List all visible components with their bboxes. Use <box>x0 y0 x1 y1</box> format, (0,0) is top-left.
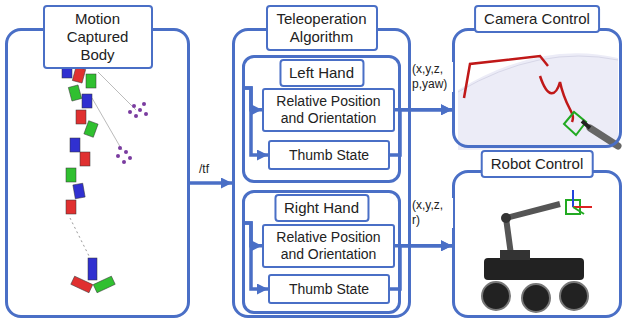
panel-heading: Teleoperation Algorithm <box>266 5 378 51</box>
hand-group: Right HandRelative Position and Orientat… <box>242 190 401 314</box>
arrow-connector <box>190 181 232 185</box>
hand-group: Left HandRelative Position and Orientati… <box>242 55 401 183</box>
edge-label: (x,y,z, r) <box>411 198 453 228</box>
box-label: Relative Position and Orientation <box>270 229 387 263</box>
box-label: Thumb State <box>289 281 369 298</box>
edge-label: /tf <box>198 162 210 177</box>
process-box: Relative Position and Orientation <box>262 224 395 268</box>
panel-heading: Camera Control <box>474 5 600 33</box>
panel: Camera Control <box>452 28 622 148</box>
camera-scene <box>458 53 618 150</box>
panel-heading: Motion Captured Body <box>43 5 153 69</box>
panel-heading: Right Hand <box>274 194 369 222</box>
panel: Motion Captured Body <box>5 28 190 318</box>
box-label: Thumb State <box>289 147 369 164</box>
process-box: Relative Position and Orientation <box>262 88 395 132</box>
panel: Robot Control <box>452 170 622 318</box>
process-box: Thumb State <box>268 274 390 304</box>
process-box: Thumb State <box>268 140 390 170</box>
skeleton-figure <box>53 46 148 293</box>
panel: Teleoperation AlgorithmLeft HandRelative… <box>232 28 411 318</box>
panel-heading: Robot Control <box>481 150 594 178</box>
robot-model <box>482 190 592 312</box>
edge-label: (x,y,z, p,yaw) <box>411 62 453 92</box>
box-label: Relative Position and Orientation <box>270 93 387 127</box>
panel-heading: Left Hand <box>279 59 364 87</box>
